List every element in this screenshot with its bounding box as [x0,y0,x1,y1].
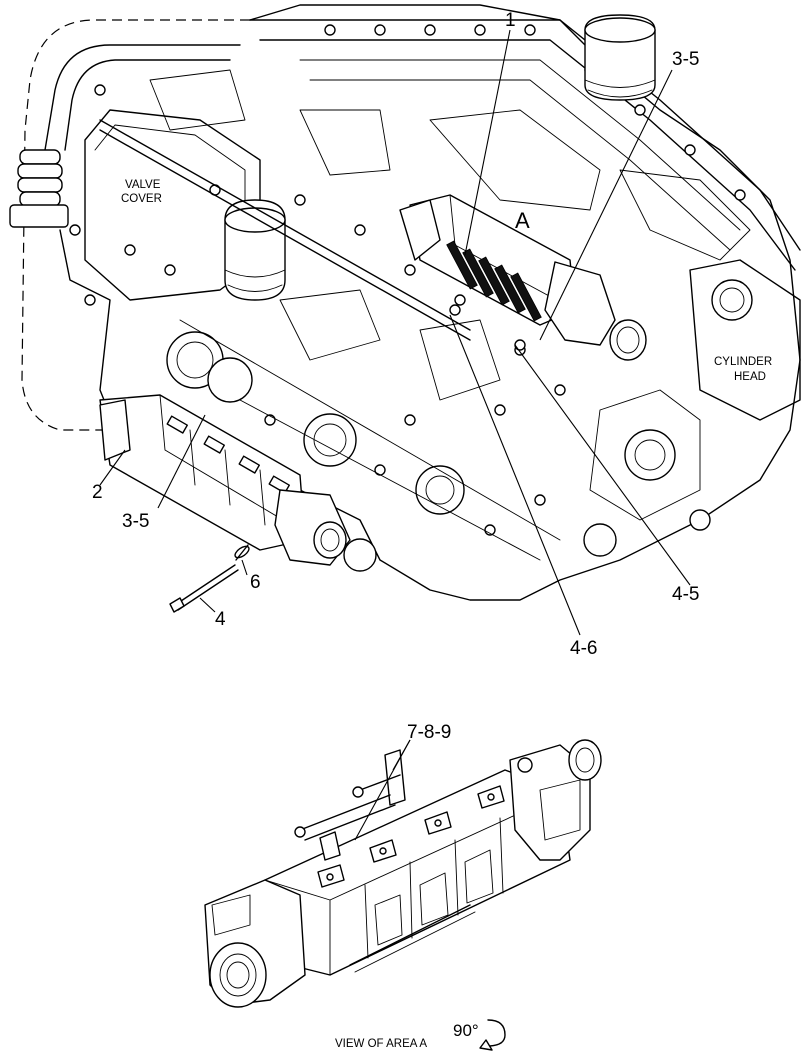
engine-assembly: VALVE COVER CYLINDER HEAD A 1 3-5 2 3-5 … [9,4,801,659]
label-cylinder-head-2: HEAD [734,371,766,383]
label-cylinder-head-1: CYLINDER [714,356,772,368]
callout-4-5: 4-5 [672,584,699,605]
leader-lines [99,29,691,636]
view-caption: VIEW OF AREA A [335,1038,427,1050]
callout-3-5-top: 3-5 [672,49,699,70]
callout-6: 6 [250,572,261,593]
callout-4: 4 [215,609,226,630]
callout-4-6: 4-6 [570,638,597,659]
rotation-label: 90° [453,1021,479,1040]
oil-filter-center [224,199,286,301]
cylinder-head-right [689,259,801,421]
lower-cooler [99,394,351,566]
callout-3-5-left: 3-5 [122,511,149,532]
label-valve-cover-1: VALVE [125,179,161,191]
coolant-hose [44,44,241,201]
area-a-detail: 7-8-9 VIEW OF AREA A 90° [204,722,602,1051]
detail-bracket [294,749,406,861]
callout-2: 2 [92,482,103,503]
front-housings [166,331,465,572]
phantom-pipe [21,19,250,431]
rotate-arrow-icon [479,1019,506,1051]
bolt-and-washer [169,544,250,613]
area-marker-a: A [515,208,530,233]
callout-7-8-9: 7-8-9 [407,722,451,743]
detail-clamps [317,785,505,888]
label-valve-cover-2: COVER [121,193,162,205]
oil-filter-top [584,14,656,101]
upper-cooler [399,194,647,361]
hose-clamp-stack [9,149,69,228]
callout-1: 1 [505,10,516,31]
